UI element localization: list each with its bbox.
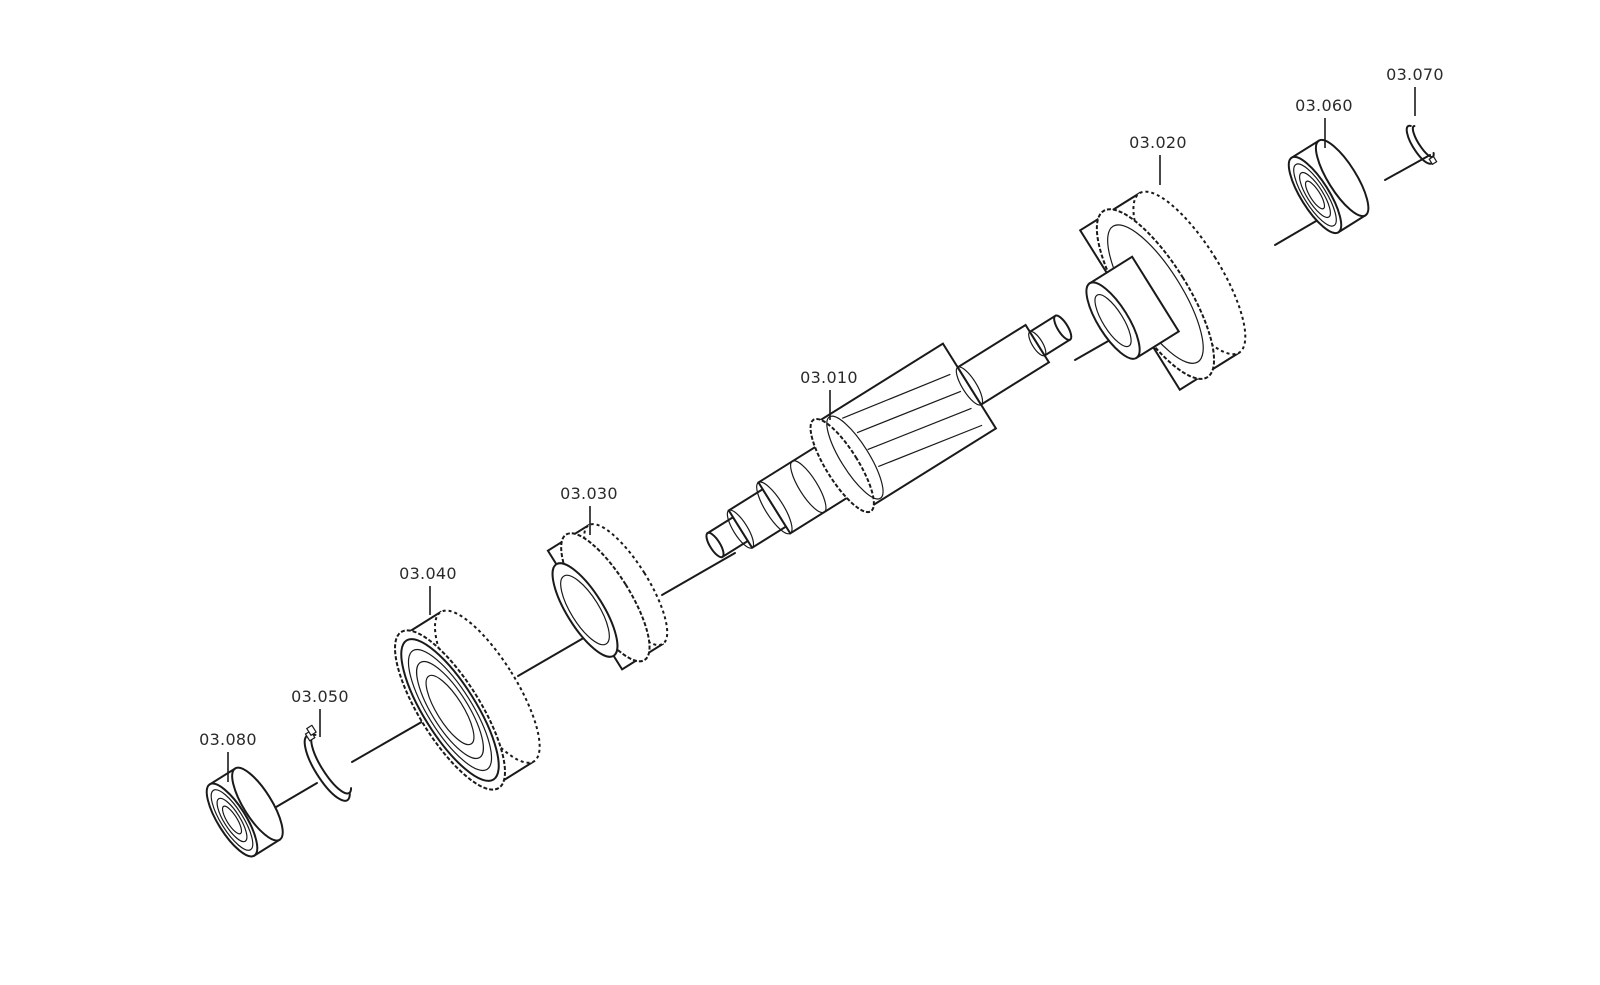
bearing-03-060[interactable] bbox=[1280, 133, 1378, 239]
bearing-03-080[interactable] bbox=[198, 761, 292, 863]
label-03-010: 03.010 bbox=[800, 368, 858, 387]
leader-lines bbox=[227, 87, 1416, 782]
label-03-060: 03.060 bbox=[1295, 96, 1353, 115]
label-03-020: 03.020 bbox=[1129, 133, 1187, 152]
label-03-040: 03.040 bbox=[399, 564, 457, 583]
gear-03-020[interactable] bbox=[1048, 174, 1266, 412]
gear-03-030[interactable] bbox=[531, 510, 684, 682]
label-03-070: 03.070 bbox=[1386, 65, 1444, 84]
circlip-03-070[interactable] bbox=[1402, 122, 1438, 168]
label-03-030: 03.030 bbox=[560, 484, 618, 503]
shaft-03-010[interactable] bbox=[682, 279, 1095, 593]
circlip-03-050[interactable] bbox=[294, 724, 356, 806]
label-03-050: 03.050 bbox=[291, 687, 349, 706]
label-03-080: 03.080 bbox=[199, 730, 257, 749]
gear-03-040[interactable] bbox=[376, 594, 560, 804]
